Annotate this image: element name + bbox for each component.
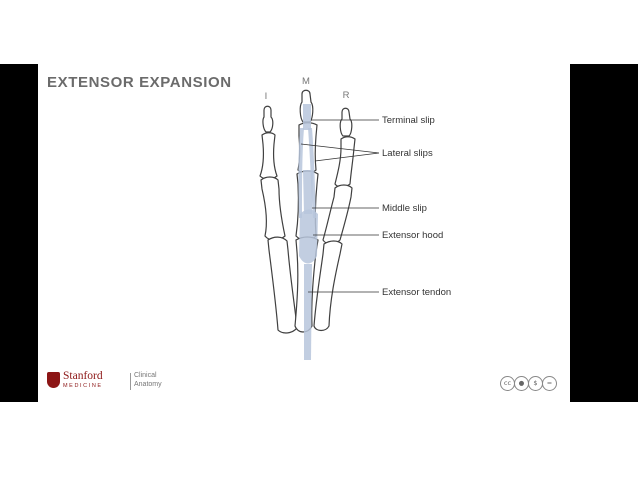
lateral-slip-right — [308, 128, 316, 218]
pillarbox-right — [570, 64, 638, 402]
leader-lateral-slips-lower — [314, 152, 380, 162]
stanford-seal-icon — [47, 372, 60, 388]
extensor-diagram: I M R Terminal slip Lateral slips Middle… — [259, 76, 451, 360]
ring-finger — [313, 107, 356, 332]
logo-dept-line-1: Clinical — [134, 372, 157, 379]
terminal-slip — [303, 104, 311, 130]
extensor-hood — [299, 209, 318, 264]
label-extensor-tendon: Extensor tendon — [382, 287, 451, 298]
label-extensor-hood: Extensor hood — [382, 230, 443, 241]
index-distal-phalanx — [262, 105, 274, 133]
label-terminal-slip: Terminal slip — [382, 115, 435, 126]
extensor-tendon — [304, 264, 312, 360]
label-middle-slip: Middle slip — [382, 203, 427, 214]
digit-label-ring: R — [343, 90, 350, 101]
digit-labels: I M R — [265, 76, 350, 102]
slide-title: EXTENSOR EXPANSION — [47, 74, 232, 91]
nd-icon: = — [542, 376, 557, 391]
digit-label-middle: M — [302, 76, 310, 87]
label-lateral-slips: Lateral slips — [382, 148, 433, 159]
letterbox-top — [0, 0, 638, 64]
ring-distal-phalanx — [339, 107, 353, 137]
index-finger — [259, 105, 298, 334]
extensor-mechanism — [298, 104, 318, 360]
leader-lines — [300, 119, 380, 293]
leader-lateral-slips-upper — [300, 143, 380, 154]
index-middle-phalanx — [259, 132, 278, 180]
callout-labels: Terminal slip Lateral slips Middle slip … — [382, 115, 451, 298]
ring-proximal-phalanx — [322, 184, 353, 245]
logo-department: Clinical Anatomy — [134, 372, 162, 389]
pillarbox-left — [0, 64, 38, 402]
cc-icon: cc — [500, 376, 515, 391]
logo-subtitle: MEDICINE — [63, 383, 103, 389]
nc-icon: $ — [528, 376, 543, 391]
ring-middle-phalanx — [334, 136, 356, 188]
index-proximal-phalanx — [260, 176, 286, 241]
logo-dept-line-2: Anatomy — [134, 380, 162, 388]
logo-divider — [130, 373, 131, 390]
cc-license-badge: cc ● $ = — [500, 376, 557, 392]
by-icon: ● — [514, 376, 529, 391]
ring-metacarpal — [313, 240, 343, 332]
logo-wordmark: Stanford — [63, 370, 103, 382]
letterbox-bottom — [0, 402, 638, 478]
middle-slip — [303, 170, 313, 214]
slide: EXTENSOR EXPANSION — [38, 64, 570, 402]
index-metacarpal — [267, 236, 298, 334]
lateral-slip-left — [298, 128, 304, 218]
digit-label-index: I — [265, 91, 268, 102]
